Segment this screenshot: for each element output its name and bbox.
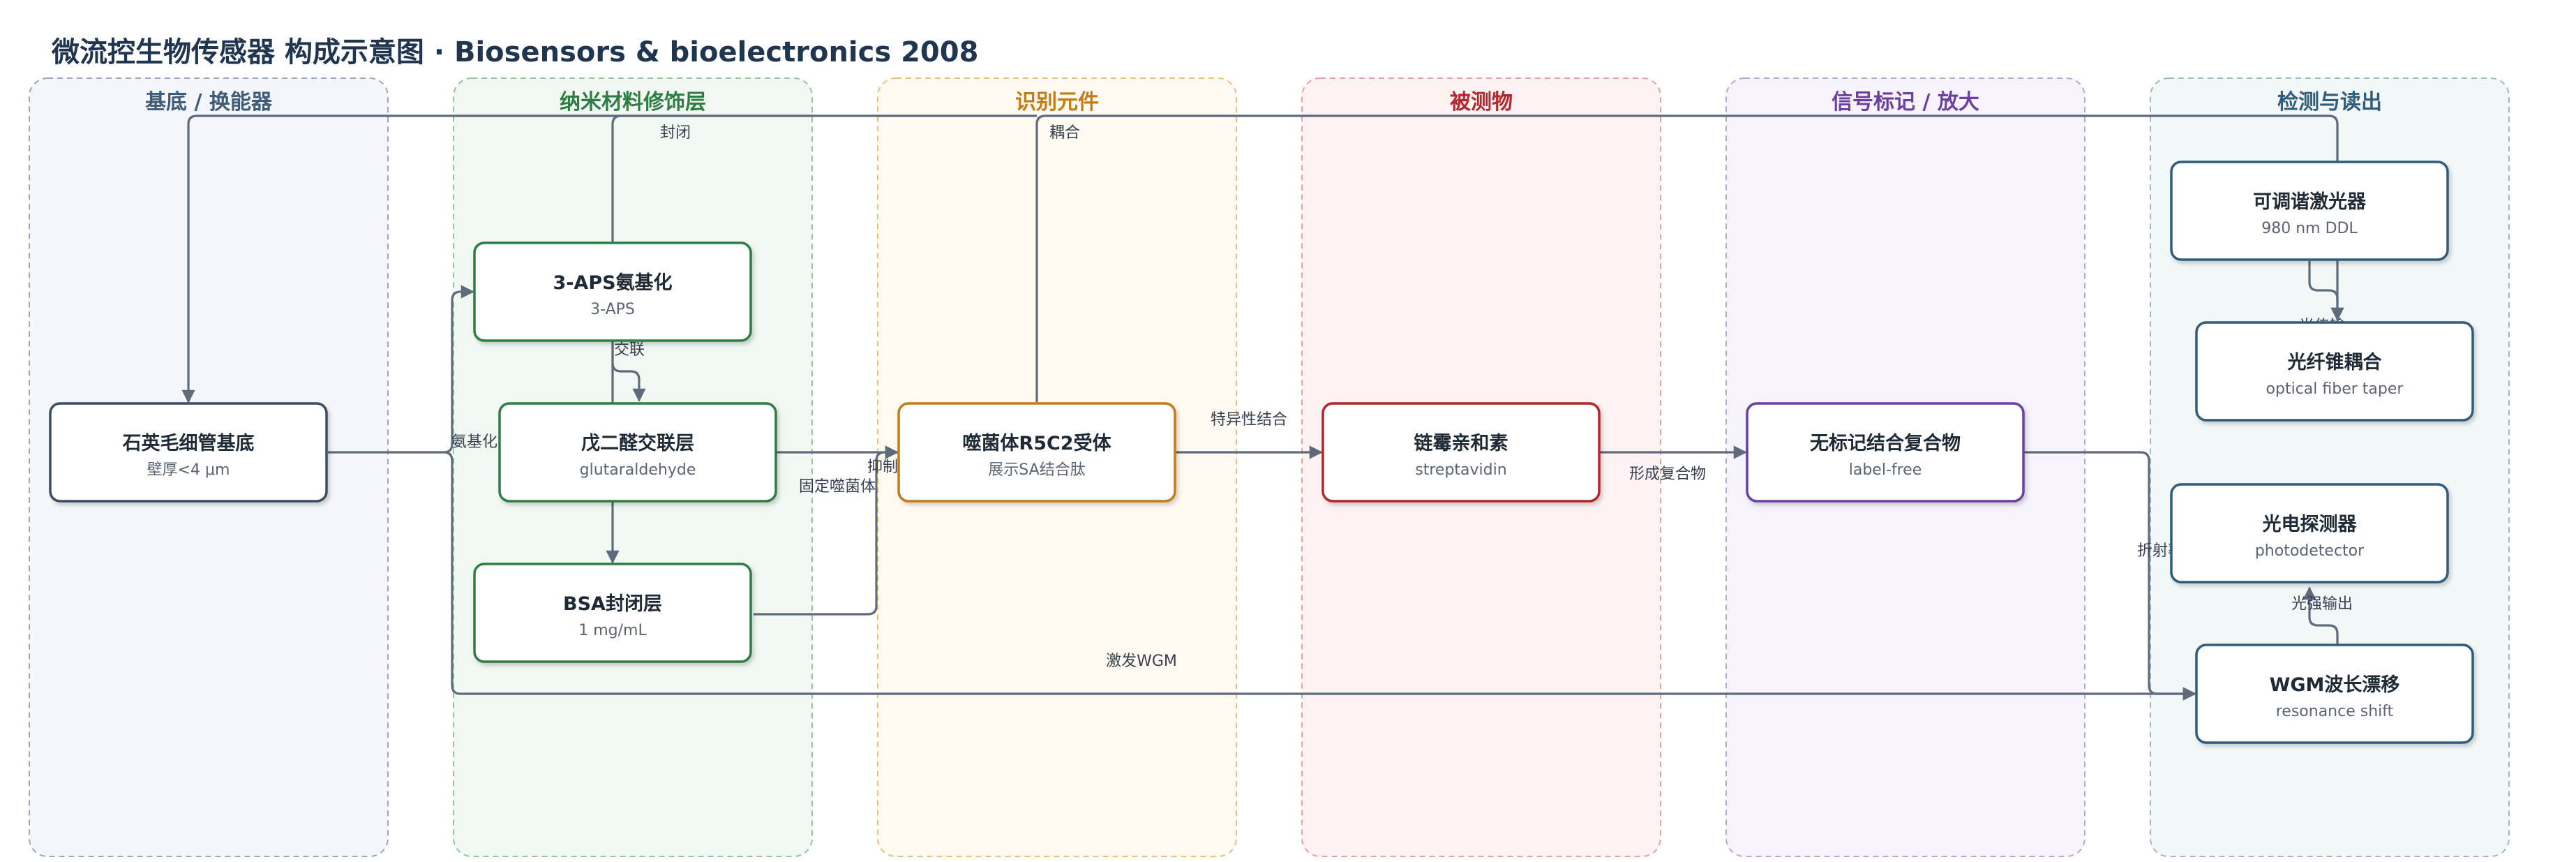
node-bsa-sub: 1 mg/mL — [578, 622, 647, 639]
edge-label-couple: 耦合 — [1049, 124, 1080, 142]
node-aps-title: 3-APS氨基化 — [553, 272, 672, 294]
edge-wgm-pd — [2302, 586, 2339, 645]
node-phage-sub: 展示SA结合肽 — [988, 461, 1085, 479]
lane-recognition-title: 识别元件 — [1015, 90, 1099, 114]
node-streptavidin[interactable]: 链霉亲和素 streptavidin — [1321, 402, 1601, 503]
edge-phage-taper — [1035, 114, 2344, 402]
diagram-title: 微流控生物传感器 构成示意图 · Biosensors & bioelectro… — [51, 36, 978, 68]
node-laser[interactable]: 可调谐激光器 980 nm DDL — [2170, 161, 2449, 261]
edges — [181, 114, 2344, 701]
node-wgm-shift-sub: resonance shift — [2276, 703, 2394, 720]
node-photodetector-title: 光电探测器 — [2262, 514, 2358, 535]
node-bsa-title: BSA封闭层 — [563, 593, 662, 615]
node-phage-title: 噬菌体R5C2受体 — [962, 432, 1111, 454]
edge-label-aminate: 氨基化 — [451, 433, 497, 451]
nodes: 石英毛细管基底 壁厚<4 μm 3-APS氨基化 3-APS 戊二醛交联层 gl… — [49, 161, 2474, 744]
node-wgm-shift-title: WGM波长漂移 — [2270, 674, 2400, 696]
node-streptavidin-sub: streptavidin — [1415, 461, 1506, 479]
edge-seal-bsa — [606, 114, 622, 564]
node-aps-sub: 3-APS — [590, 301, 635, 318]
lane-detection-title: 检测与读出 — [2277, 90, 2382, 114]
edge-bsa-phage — [754, 445, 899, 616]
node-label-free-title: 无标记结合复合物 — [1810, 432, 1961, 454]
node-wgm-shift[interactable]: WGM波长漂移 resonance shift — [2195, 644, 2474, 744]
node-photodetector-sub: photodetector — [2255, 542, 2365, 560]
node-aps[interactable]: 3-APS氨基化 3-APS — [473, 241, 752, 342]
node-fiber-taper-title: 光纤锥耦合 — [2287, 351, 2382, 373]
lane-analyte-title: 被测物 — [1450, 90, 1513, 114]
edge-label-seal: 封闭 — [660, 124, 691, 142]
node-capillary[interactable]: 石英毛细管基底 壁厚<4 μm — [49, 402, 328, 503]
lane-substrate-title: 基底 / 换能器 — [145, 90, 273, 114]
edge-labelfree-wgm — [2023, 451, 2196, 701]
node-glutaraldehyde-sub: glutaraldehyde — [580, 461, 696, 479]
edge-label-crosslink: 交联 — [614, 341, 645, 359]
lane-signal-title: 信号标记 / 放大 — [1832, 90, 1979, 114]
edge-label-fix-phage: 固定噬菌体 — [799, 478, 876, 496]
node-laser-title: 可调谐激光器 — [2253, 191, 2367, 213]
node-fiber-taper[interactable]: 光纤锥耦合 optical fiber taper — [2195, 321, 2474, 422]
node-laser-sub: 980 nm DDL — [2261, 220, 2358, 237]
edge-label-complex: 形成复合物 — [1629, 466, 1706, 483]
node-capillary-sub: 壁厚<4 μm — [147, 461, 230, 479]
node-photodetector[interactable]: 光电探测器 photodetector — [2170, 483, 2449, 584]
edge-label-specific: 特异性结合 — [1211, 411, 1287, 429]
edge-label-light-out: 光强输出 — [2291, 595, 2353, 613]
edge-seal-capillary — [181, 114, 1037, 403]
edge-capillary-wgm — [443, 451, 2196, 701]
node-streptavidin-title: 链霉亲和素 — [1414, 432, 1508, 454]
node-capillary-title: 石英毛细管基底 — [122, 432, 255, 454]
node-glutaraldehyde[interactable]: 戊二醛交联层 glutaraldehyde — [498, 402, 777, 503]
node-phage[interactable]: 噬菌体R5C2受体 展示SA结合肽 — [897, 402, 1176, 503]
node-label-free[interactable]: 无标记结合复合物 label-free — [1746, 402, 2025, 503]
node-fiber-taper-sub: optical fiber taper — [2266, 380, 2404, 398]
node-glutaraldehyde-title: 戊二醛交联层 — [581, 432, 694, 454]
edge-label-excite: 激发WGM — [1106, 653, 1177, 670]
lane-nano-title: 纳米材料修饰层 — [560, 90, 706, 114]
lanes: 基底 / 换能器 纳米材料修饰层 识别元件 被测物 信号标记 / 放大 检测与读… — [29, 77, 2510, 857]
node-bsa[interactable]: BSA封闭层 1 mg/mL — [473, 563, 752, 663]
node-label-free-sub: label-free — [1849, 461, 1922, 479]
